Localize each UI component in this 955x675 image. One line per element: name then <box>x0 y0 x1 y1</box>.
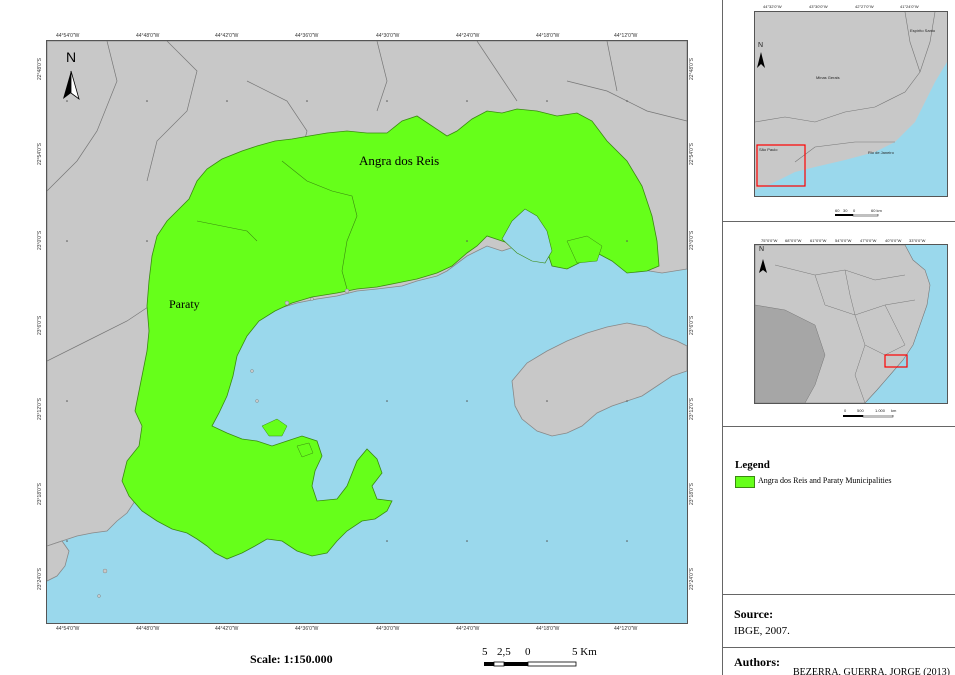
scale-text: Scale: 1:150.000 <box>250 652 333 666</box>
right-tick: 23°12'0"S <box>689 398 695 420</box>
top-tick: 44°12'0"W <box>614 33 638 39</box>
inset-brazil-tick: 68°0'0"W <box>785 238 802 243</box>
inset-brazil-scale-label: 1.000 <box>875 408 886 413</box>
inset-brazil-graphic <box>754 244 948 404</box>
small-islands <box>97 288 350 598</box>
top-tick: 44°36'0"W <box>295 33 319 39</box>
inset-brazil-highlight <box>884 354 908 368</box>
inset-state-tick: 44°32'0"W <box>763 4 782 9</box>
graticule-points <box>66 100 628 542</box>
scale-bar-label: 0 <box>525 646 531 658</box>
inset-brazil-tick: 40°0'0"W <box>885 238 902 243</box>
authors-text: BEZERRA, GUERRA, JORGE (2013) <box>793 667 950 675</box>
label-minas-gerais: Minas Gerais <box>816 75 840 80</box>
label-rio-de-janeiro: Rio de Janeiro <box>868 150 894 155</box>
side-panel: 44°32'0"W 43°30'0"W 42°27'0"W 41°24'0"W … <box>722 0 955 675</box>
main-map-frame: N Angra dos Reis Paraty <box>46 40 688 624</box>
left-tick: 22°48'0"S <box>37 58 43 80</box>
authors-title: Authors: <box>734 655 781 669</box>
bay-inlet <box>501 208 553 264</box>
source-block: Source: IBGE, 2007. <box>723 595 955 648</box>
bottom-tick: 44°36'0"W <box>295 626 319 632</box>
left-tick: 22°54'0"S <box>37 143 43 165</box>
inset-state-tick: 42°27'0"W <box>855 4 874 9</box>
right-tick: 23°0'0"S <box>689 230 695 250</box>
left-tick: 23°24'0"S <box>37 568 43 590</box>
study-area-municipalities <box>121 108 660 560</box>
inset-state-scale-bar <box>835 214 879 217</box>
top-tick: 44°54'0"W <box>56 33 80 39</box>
municipal-boundaries <box>47 41 687 362</box>
bottom-tick: 44°30'0"W <box>376 626 400 632</box>
inset-brazil-tick: 47°0'0"W <box>860 238 877 243</box>
scale-bar-label: 5 <box>482 646 488 658</box>
main-map <box>47 41 687 598</box>
right-tick: 23°18'0"S <box>689 483 695 505</box>
scale-bar-label: 5 Km <box>572 646 597 658</box>
inset-state-north-arrow-icon <box>757 52 765 68</box>
top-tick: 44°42'0"W <box>215 33 239 39</box>
scale-bar: 5 2,5 0 5 Km <box>480 646 610 670</box>
inset-brazil-map: 75°0'0"W 68°0'0"W 61°0'0"W 54°0'0"W 47°0… <box>723 222 955 427</box>
right-tick: 22°54'0"S <box>689 143 695 165</box>
left-tick: 23°18'0"S <box>37 483 43 505</box>
top-tick: 44°18'0"W <box>536 33 560 39</box>
top-tick: 44°24'0"W <box>456 33 480 39</box>
scale-bar-graphic <box>484 661 577 667</box>
legend-title: Legend <box>735 459 770 471</box>
inset-state-scale-label: 0 <box>853 208 856 213</box>
right-tick: 23°6'0"S <box>689 315 695 335</box>
right-tick: 22°48'0"S <box>689 58 695 80</box>
inset-state-north-label: N <box>758 42 764 49</box>
inset-brazil-tick: 61°0'0"W <box>810 238 827 243</box>
source-text: IBGE, 2007. <box>734 625 790 637</box>
label-angra-dos-reis: Angra dos Reis <box>359 153 440 168</box>
inset-brazil-scale-label: 0 <box>844 408 847 413</box>
legend-swatch <box>735 476 755 488</box>
inset-state-tick: 41°24'0"W <box>900 4 919 9</box>
label-espirito-santo: Espírito Santo <box>910 28 936 33</box>
inset-state-scale-label: 60 <box>835 208 840 213</box>
authors-block: Authors: BEZERRA, GUERRA, JORGE (2013) <box>723 648 955 675</box>
inset-state-map: 44°32'0"W 43°30'0"W 42°27'0"W 41°24'0"W … <box>723 0 955 222</box>
bottom-tick: 44°42'0"W <box>215 626 239 632</box>
inset-brazil-tick: 54°0'0"W <box>835 238 852 243</box>
north-arrow-icon <box>63 70 80 101</box>
left-tick: 23°12'0"S <box>37 398 43 420</box>
inset-state-highlight <box>756 144 806 187</box>
scale-bar-label: 2,5 <box>497 646 511 658</box>
inset-brazil-north-arrow-icon <box>759 259 767 273</box>
top-tick: 44°30'0"W <box>376 33 400 39</box>
islands <box>261 235 603 458</box>
southwest-land <box>47 540 70 582</box>
bottom-tick: 44°24'0"W <box>456 626 480 632</box>
study-area-boundaries <box>196 160 358 290</box>
north-label: N <box>66 49 77 65</box>
top-tick: 44°48'0"W <box>136 33 160 39</box>
left-tick: 23°6'0"S <box>37 315 43 335</box>
label-sao-paulo: São Paulo <box>759 147 778 152</box>
right-tick: 23°24'0"S <box>689 568 695 590</box>
inset-state-tick: 43°30'0"W <box>809 4 828 9</box>
inset-state-scale-label: 30 <box>843 208 848 213</box>
bottom-tick: 44°12'0"W <box>614 626 638 632</box>
inset-state-scale-label: 60 km <box>871 208 882 213</box>
bottom-tick: 44°54'0"W <box>56 626 80 632</box>
inset-state-graphic <box>754 11 948 197</box>
bottom-tick: 44°48'0"W <box>136 626 160 632</box>
inset-brazil-tick: 33°0'0"W <box>909 238 926 243</box>
legend-item-label: Angra dos Reis and Paraty Municipalities <box>758 476 892 485</box>
inset-brazil-scale-bar <box>843 415 894 418</box>
inset-brazil-tick: 75°0'0"W <box>761 238 778 243</box>
inset-brazil-scale-label: km <box>891 408 897 413</box>
inset-brazil-scale-label: 500 <box>857 408 864 413</box>
left-tick: 23°0'0"S <box>37 230 43 250</box>
peninsula-land <box>511 322 687 437</box>
legend: Legend Angra dos Reis and Paraty Municip… <box>723 427 955 595</box>
label-paraty: Paraty <box>169 297 200 311</box>
inset-brazil-north-label: N <box>759 246 765 253</box>
source-title: Source: <box>734 607 774 621</box>
bottom-tick: 44°18'0"W <box>536 626 560 632</box>
